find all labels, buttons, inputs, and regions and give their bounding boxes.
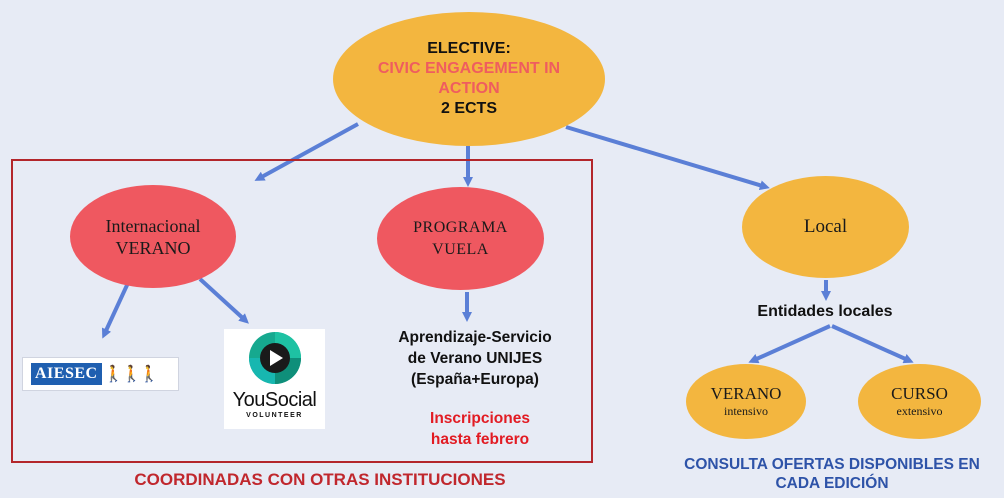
inscripciones-note: Inscripciones hasta febrero — [400, 408, 560, 450]
programa-line2: VUELA — [432, 240, 489, 258]
arrow-entidades-to-verano — [748, 324, 831, 364]
aprendizaje-line1: Aprendizaje-Servicio — [398, 329, 552, 346]
elective-node: ELECTIVE: CIVIC ENGAGEMENT IN ACTION 2 E… — [333, 12, 605, 146]
coordinated-programs-frame — [11, 159, 593, 463]
aprendizaje-servicio-text: Aprendizaje-Servicio de Verano UNIJES (E… — [370, 327, 580, 390]
internacional-line2: VERANO — [115, 237, 191, 258]
arrow-elective-to-local — [565, 125, 770, 191]
local-node: Local — [742, 176, 909, 278]
curso-extensivo-node: CURSO extensivo — [858, 364, 981, 439]
verano-subtitle: intensivo — [724, 404, 768, 418]
consulta-line1: CONSULTA OFERTAS DISPONIBLES EN — [684, 456, 980, 473]
people-silhouettes-icon: 🚶🚶🚶 — [103, 366, 160, 383]
yousocial-logo: YouSocial VOLUNTEER — [224, 329, 325, 429]
elective-title-line2: ACTION — [438, 80, 500, 97]
aiesec-logo: AIESEC 🚶🚶🚶 — [22, 357, 179, 391]
arrow-elective-to-internacional — [254, 122, 359, 181]
local-label: Local — [803, 216, 848, 237]
aprendizaje-line2: de Verano UNIJES — [407, 350, 543, 367]
yousocial-subtitle: VOLUNTEER — [246, 412, 303, 419]
aiesec-wordmark: AIESEC — [31, 363, 102, 385]
arrow-internacional-to-aiesec — [101, 282, 130, 339]
internacional-line1: Internacional — [105, 215, 201, 236]
coordinadas-footer: COORDINADAS CON OTRAS INSTITUCIONES — [134, 470, 506, 489]
camera-aperture-icon — [248, 332, 301, 384]
arrow-entidades-to-curso — [831, 324, 914, 364]
elective-credits: 2 ECTS — [440, 100, 497, 117]
elective-title-line1: CIVIC ENGAGEMENT IN — [377, 60, 561, 77]
yousocial-name: YouSocial — [232, 389, 317, 411]
entidades-locales-label: Entidades locales — [757, 303, 893, 320]
curso-subtitle: extensivo — [896, 404, 943, 418]
programa-vuela-node: PROGRAMA VUELA — [377, 187, 544, 290]
consulta-footer: CONSULTA OFERTAS DISPONIBLES EN CADA EDI… — [660, 455, 1004, 493]
inscripciones-line2: hasta febrero — [430, 431, 530, 448]
aprendizaje-line3: (España+Europa) — [411, 371, 539, 388]
arrow-internacional-to-yousocial — [198, 277, 249, 324]
curso-title: CURSO — [891, 384, 948, 403]
inscripciones-line1: Inscripciones — [430, 410, 530, 427]
consulta-line2: CADA EDICIÓN — [775, 475, 889, 492]
programa-line1: PROGRAMA — [413, 218, 508, 236]
verano-intensivo-node: VERANO intensivo — [686, 364, 806, 439]
elective-label: ELECTIVE: — [427, 40, 511, 57]
internacional-node: Internacional VERANO — [70, 185, 236, 288]
verano-title: VERANO — [710, 384, 782, 403]
